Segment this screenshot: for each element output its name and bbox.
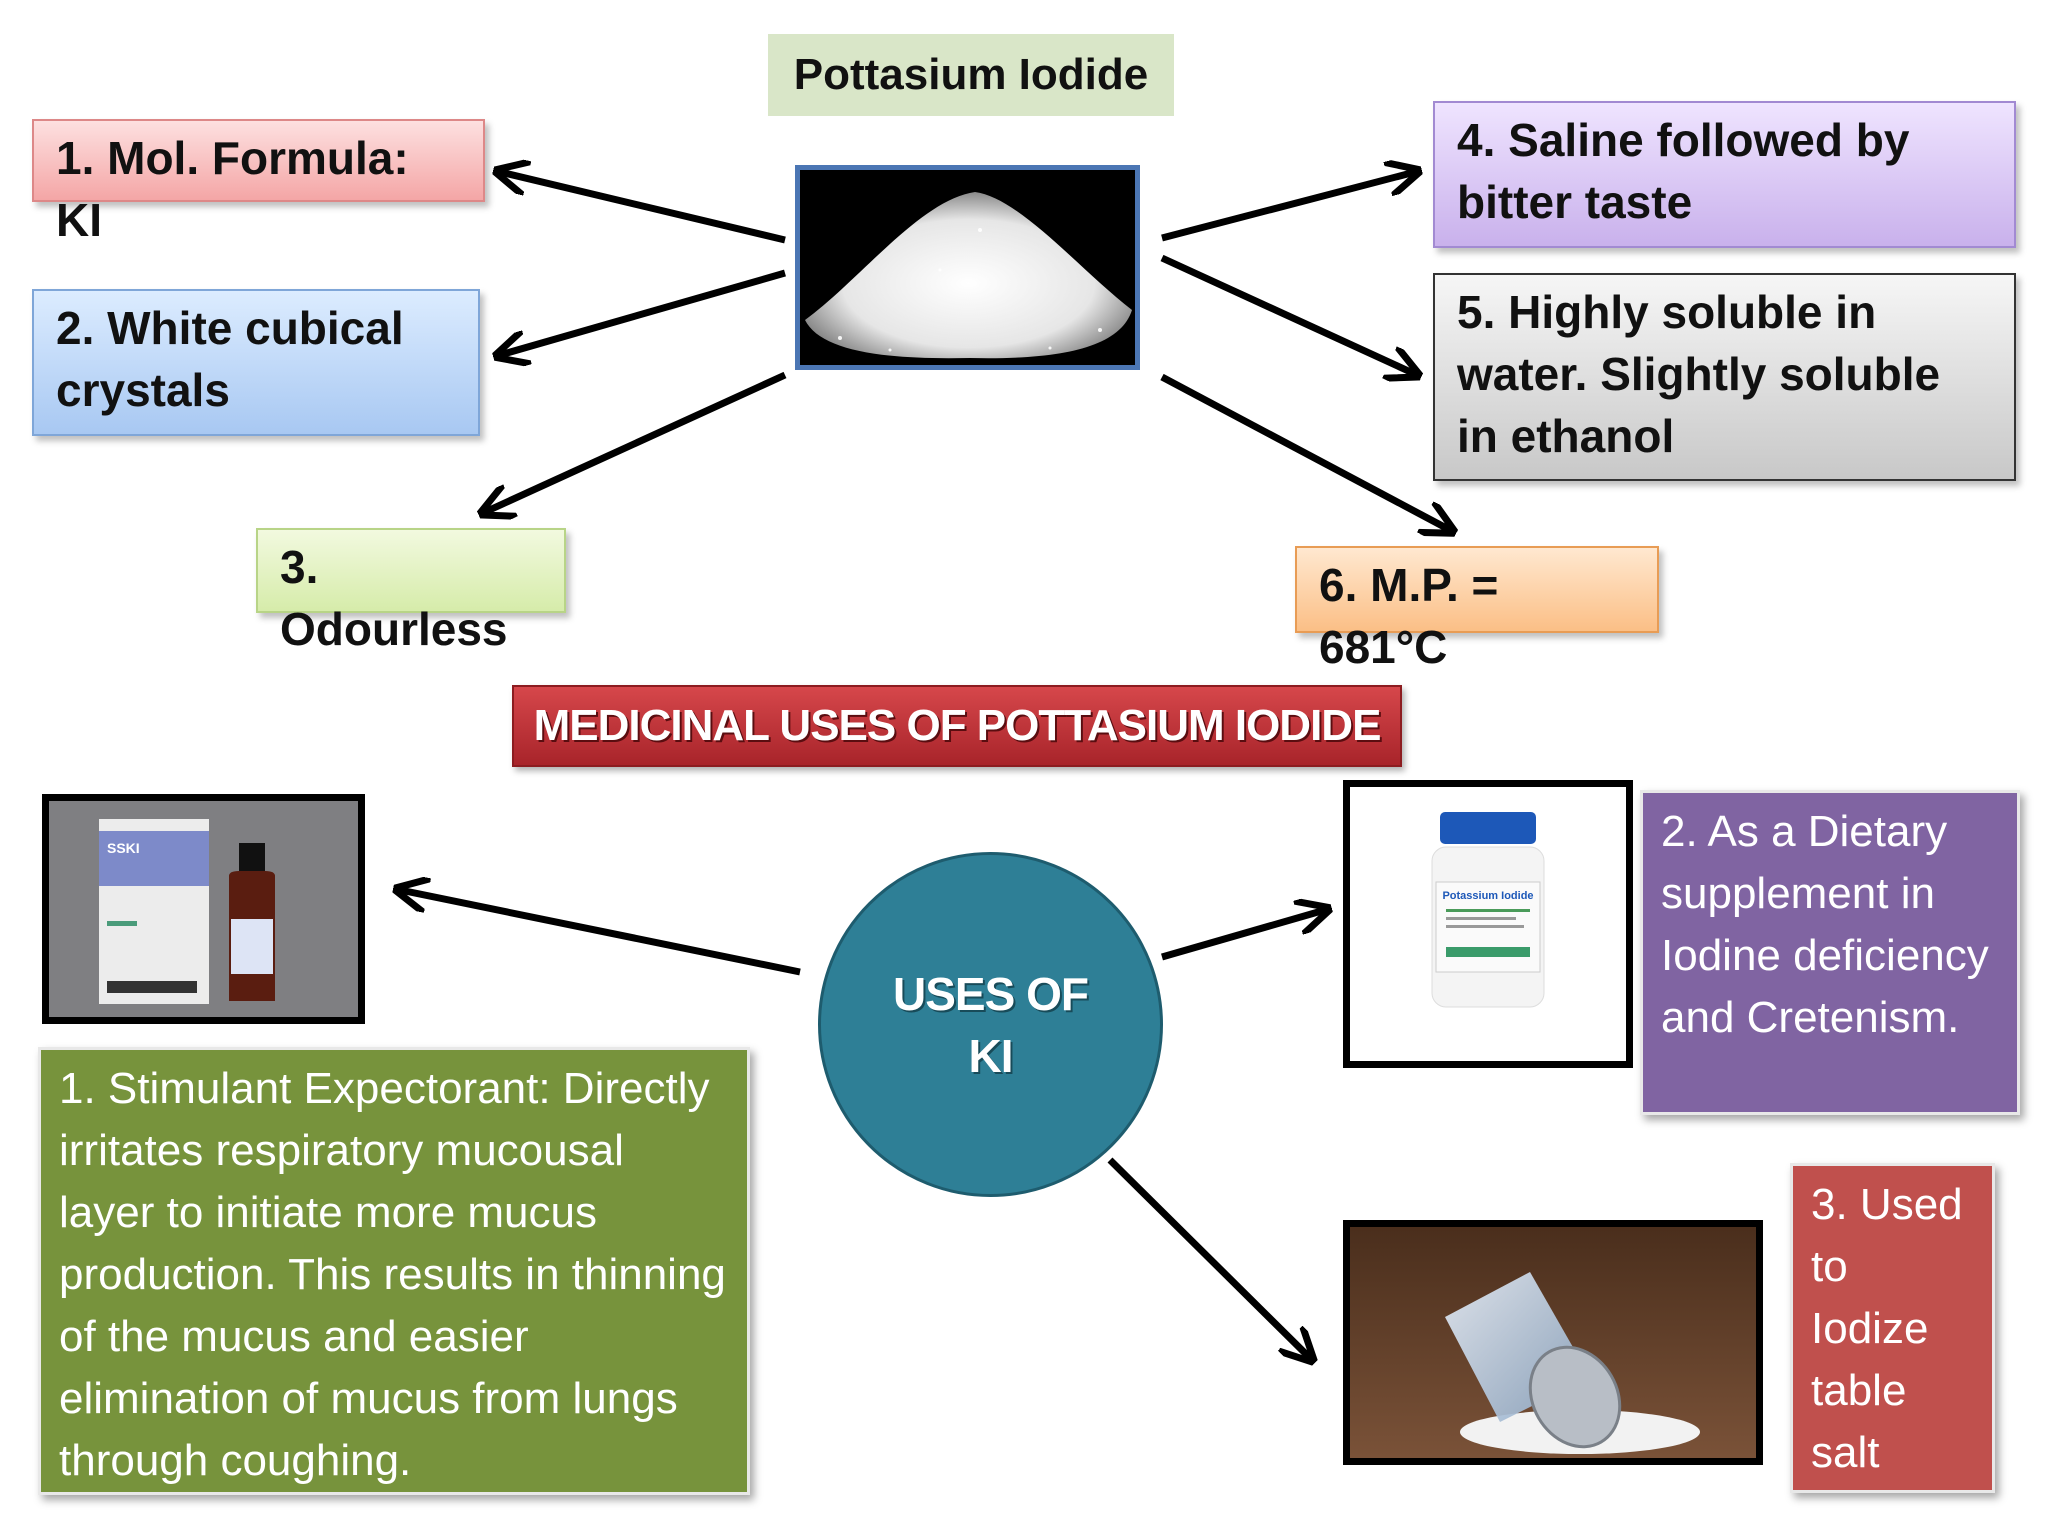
bottle-label-text: Potassium Iodide — [1442, 890, 1533, 902]
property-box-5: 5. Highly soluble in water. Slightly sol… — [1433, 273, 2016, 481]
use-box-3: 3. Used to Iodize table salt — [1790, 1163, 1995, 1493]
page-title: Pottasium Iodide — [768, 34, 1174, 116]
salt-shaker-photo — [1343, 1220, 1763, 1465]
arrow-to-prop-2 — [500, 269, 786, 355]
property-box-2: 2. White cubical crystals — [32, 289, 480, 436]
property-box-3: 3. Odourless — [256, 528, 566, 655]
arrow-to-use-1 — [400, 890, 801, 976]
hub-line-2: KI — [968, 1029, 1014, 1082]
arrow-to-use-3 — [1107, 1157, 1310, 1358]
arrow-to-prop-6 — [1160, 373, 1450, 530]
property-box-1: 1. Mol. Formula: KI — [32, 119, 485, 246]
sski-label-text: SSKI — [107, 840, 140, 856]
arrow-to-prop-3 — [485, 371, 787, 512]
property-box-6: 6. M.P. = 681°C — [1295, 546, 1659, 673]
potassium-iodide-supplement-bottle-photo: Potassium Iodide — [1343, 780, 1633, 1068]
uses-hub-circle: USES OF KI — [818, 852, 1163, 1197]
use-box-1: 1. Stimulant Expectorant: Directly irrit… — [38, 1047, 750, 1495]
medicinal-uses-banner: MEDICINAL USES OF POTTASIUM IODIDE — [512, 685, 1402, 767]
arrow-to-prop-4 — [1161, 172, 1415, 242]
use-box-2: 2. As a Dietary supplement in Iodine def… — [1640, 790, 2020, 1115]
arrow-to-prop-1 — [500, 172, 786, 244]
hub-line-1: USES OF — [893, 967, 1089, 1020]
arrow-to-use-2 — [1161, 910, 1325, 961]
property-box-4: 4. Saline followed by bitter taste — [1433, 101, 2016, 248]
sski-bottle-and-box-photo: SSKI — [42, 794, 365, 1024]
arrow-to-prop-5 — [1160, 254, 1415, 374]
potassium-iodide-powder-photo — [795, 165, 1140, 370]
